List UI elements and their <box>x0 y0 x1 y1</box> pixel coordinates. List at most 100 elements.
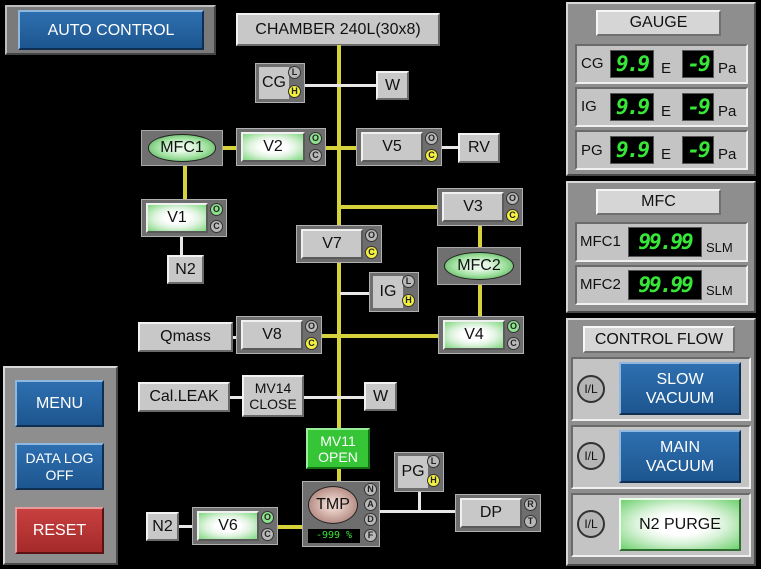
pg-h-indicator: H <box>427 474 440 487</box>
tmp-n-indicator: N <box>364 483 377 496</box>
ig-label: IG <box>373 276 403 308</box>
cal-leak-label: Cal.LEAK <box>138 382 230 412</box>
v8-valve[interactable]: V8 O C <box>236 316 322 354</box>
pipe-main-v4 <box>340 334 442 338</box>
control-flow-title: CONTROL FLOW <box>583 326 735 353</box>
gauge-row-ig <box>575 87 748 127</box>
w-label-bottom: W <box>364 382 397 411</box>
mfc1-label: MFC1 <box>148 134 216 162</box>
v7-close-indicator: C <box>365 246 378 259</box>
pipe-mfc2-v4 <box>478 284 482 319</box>
mv14-valve[interactable]: MV14 CLOSE <box>242 375 304 417</box>
chamber-label: CHAMBER 240L(30x8) <box>236 13 440 46</box>
v3-label: V3 <box>442 192 504 222</box>
gauge-pg-mantissa: 9.9 <box>610 136 654 164</box>
mfc1-controller[interactable]: MFC1 <box>141 130 223 166</box>
tmp-a-indicator: A <box>364 498 377 511</box>
gauge-pg-unit: Pa <box>718 146 737 163</box>
pipe-n2-v6 <box>176 525 196 528</box>
v5-label: V5 <box>361 132 423 162</box>
mfc2-value: 99.99 <box>628 270 702 300</box>
cg-gauge[interactable]: CG L H <box>255 63 305 103</box>
gauge-ig-exponent: -9 <box>682 93 714 121</box>
slow-vacuum-button[interactable]: SLOW VACUUM <box>619 362 741 415</box>
slow-vacuum-interlock: I/L <box>577 375 605 403</box>
mfc2-row-label: MFC2 <box>580 276 621 293</box>
v6-valve[interactable]: V6 O C <box>192 507 278 545</box>
gauge-ig-mantissa: 9.9 <box>610 93 654 121</box>
dp-label: DP <box>460 498 522 528</box>
v4-label: V4 <box>443 320 505 350</box>
pipe-calleak-mv14 <box>227 396 243 399</box>
dp-r-indicator: R <box>524 498 537 511</box>
v1-valve[interactable]: V1 O C <box>141 199 227 237</box>
pg-gauge[interactable]: PG L H <box>394 452 444 492</box>
tmp-readout: -999 % <box>308 529 360 543</box>
pipe-mfc1-v1 <box>183 165 187 205</box>
gauge-ig-unit: Pa <box>718 103 737 120</box>
v4-close-indicator: C <box>507 337 520 350</box>
v5-valve[interactable]: V5 O C <box>356 128 442 166</box>
v2-label: V2 <box>241 132 305 162</box>
v8-close-indicator: C <box>305 337 318 350</box>
gauge-cg-label: CG <box>581 55 604 72</box>
n2-purge-button[interactable]: N2 PURGE <box>619 498 741 551</box>
tmp-f-indicator: F <box>364 529 377 542</box>
pipe-ig <box>340 292 370 295</box>
v8-open-indicator: O <box>305 320 318 333</box>
v5-close-indicator: C <box>425 149 438 162</box>
mfc2-controller[interactable]: MFC2 <box>437 247 521 285</box>
ig-l-indicator: L <box>402 275 415 288</box>
tmp-label: TMP <box>308 486 358 524</box>
pg-l-indicator: L <box>427 455 440 468</box>
mfc2-label: MFC2 <box>444 251 514 281</box>
dp-pump[interactable]: DP R T <box>455 494 541 532</box>
tmp-pump[interactable]: TMP N A D F -999 % <box>302 481 380 547</box>
pipe-main-v5 <box>340 146 360 150</box>
data-log-button[interactable]: DATA LOG OFF <box>15 443 104 490</box>
n2-label-bottom: N2 <box>146 512 179 541</box>
v2-valve[interactable]: V2 O C <box>236 128 326 166</box>
v3-open-indicator: O <box>506 192 519 205</box>
gauge-pg-exponent: -9 <box>682 136 714 164</box>
pipe-pg <box>418 490 421 512</box>
v4-open-indicator: O <box>507 320 520 333</box>
gauge-row-cg <box>575 44 748 84</box>
ig-gauge[interactable]: IG L H <box>369 272 419 312</box>
gauge-cg-mantissa: 9.9 <box>610 50 654 78</box>
v3-valve[interactable]: V3 O C <box>437 188 523 226</box>
reset-button[interactable]: RESET <box>15 507 104 554</box>
auto-control-button[interactable]: AUTO CONTROL <box>18 10 204 50</box>
v6-open-indicator: O <box>261 511 274 524</box>
mfc2-unit: SLM <box>706 283 733 298</box>
v2-open-indicator: O <box>309 132 322 145</box>
v1-open-indicator: O <box>210 203 223 216</box>
pipe-v1-n2 <box>180 231 183 258</box>
mfc1-value: 99.99 <box>628 227 702 257</box>
n2-label-top: N2 <box>167 255 204 284</box>
main-vacuum-button[interactable]: MAIN VACUUM <box>619 430 741 483</box>
w-label-top: W <box>376 71 409 100</box>
v2-close-indicator: C <box>309 149 322 162</box>
ig-h-indicator: H <box>402 294 415 307</box>
menu-button[interactable]: MENU <box>15 380 104 427</box>
n2-purge-interlock: I/L <box>577 510 605 538</box>
v4-valve[interactable]: V4 O C <box>438 316 524 354</box>
v7-open-indicator: O <box>365 229 378 242</box>
pipe-cg-w <box>305 84 377 87</box>
gauge-row-pg <box>575 130 748 170</box>
gauge-ig-e: E <box>661 103 672 120</box>
mv11-valve[interactable]: MV11 OPEN <box>306 428 370 469</box>
pipe-main-v3 <box>340 205 440 209</box>
cg-label: CG <box>259 67 289 99</box>
tmp-d-indicator: D <box>364 513 377 526</box>
v5-open-indicator: O <box>425 132 438 145</box>
v1-close-indicator: C <box>210 220 223 233</box>
v3-close-indicator: C <box>506 209 519 222</box>
v7-label: V7 <box>301 229 363 259</box>
gauge-cg-exponent: -9 <box>682 50 714 78</box>
mfc1-row-label: MFC1 <box>580 233 621 250</box>
v7-valve[interactable]: V7 O C <box>296 225 382 263</box>
pipe-v5-rv <box>441 146 459 149</box>
cg-h-indicator: H <box>288 85 301 98</box>
